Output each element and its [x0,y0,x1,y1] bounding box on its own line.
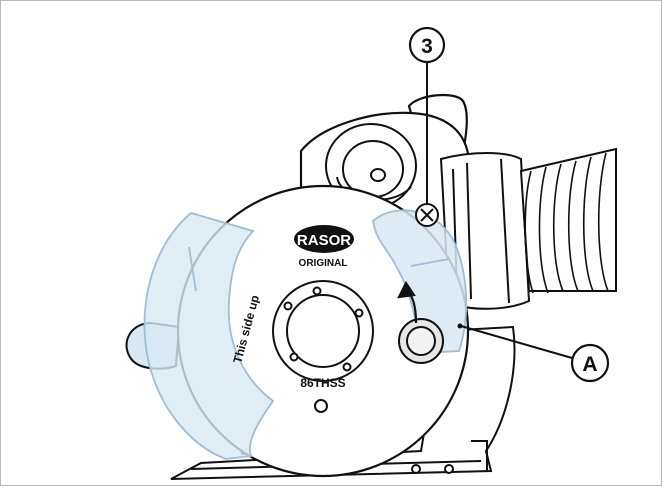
callout-3-label: 3 [421,35,433,58]
rasor-logo-text: RASOR [297,232,351,249]
hose-adapter [439,147,617,310]
brand-subtitle: ORIGINAL [299,258,348,269]
callout-A: A [457,323,610,383]
screw-3 [415,203,439,227]
depth-knob [325,123,417,209]
callout-A-label: A [582,353,597,376]
blade-guard-left [143,212,275,460]
rotation-arrow [397,280,418,324]
blade-lock-button [398,318,444,364]
rasor-logo: RASOR ORIGINAL [294,225,354,269]
callout-3: 3 [408,26,446,203]
blade-model-label: 86THSS [300,376,345,390]
hose-ribs [524,152,609,294]
blade-hub [272,280,374,413]
